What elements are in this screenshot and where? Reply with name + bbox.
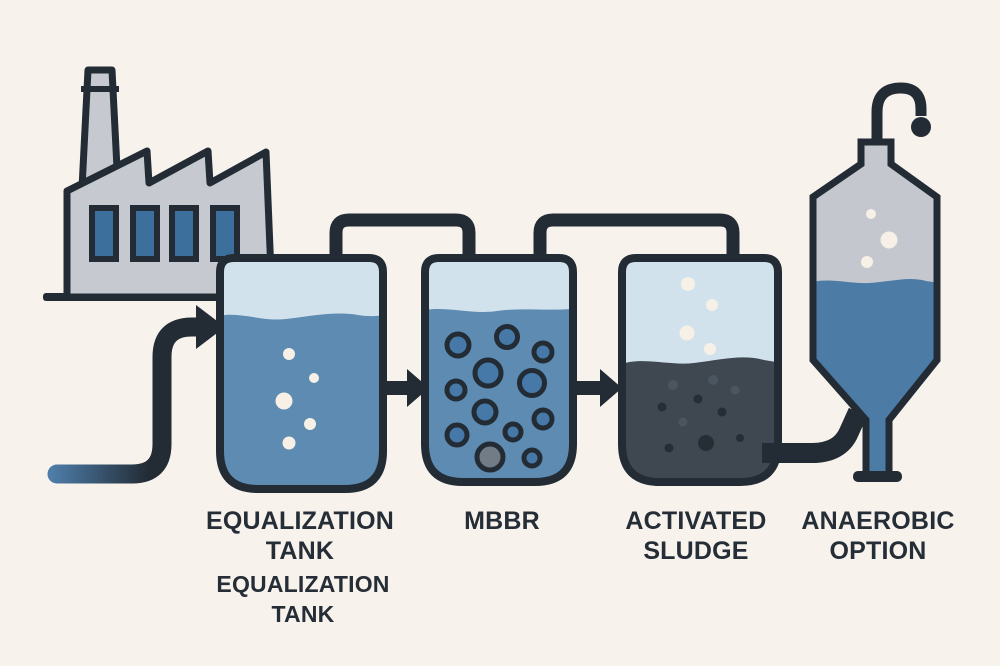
media-carrier [531,407,555,431]
inflow-arrow-icon [196,305,225,349]
factory-window [89,205,119,262]
particle [736,434,744,442]
gas-pipe-ball-icon [911,117,931,137]
label-line: OPTION [829,537,927,565]
label-line: EQUALIZATION [216,571,390,597]
bubble [283,348,295,360]
label-equalization-tank: EQUALIZATION TANK [206,506,394,566]
arrow-shaft [571,381,601,395]
media-carrier [444,331,472,359]
label-line: TANK [265,537,335,565]
bubbles [679,277,718,355]
arrow-shaft [379,381,409,395]
particle [657,402,667,412]
arrow-head-icon [407,369,429,407]
bubble [681,277,695,291]
particle [693,394,703,404]
bubble [880,231,898,249]
bubble [282,436,296,450]
media-carrier [472,357,504,389]
label-line: MBBR [464,507,540,535]
bubble [866,209,876,219]
media-carrier [531,340,555,364]
bubble [275,392,293,410]
media-carrier [444,422,470,448]
flow-arrow-1 [379,369,429,407]
media-carrier [444,378,468,402]
factory-window [210,205,240,262]
gas-outlet-pipe [871,82,931,148]
label-mbbr: MBBR [464,506,540,536]
factory-window [169,205,199,262]
particle [698,435,714,451]
arrow-head-icon [600,369,622,407]
factory-window [130,205,160,262]
bubble [679,325,695,341]
particle [708,375,718,385]
label-line: EQUALIZATION [205,507,395,535]
vessel-base-flange [853,471,902,482]
bubbles [275,348,319,450]
bubbles [861,209,898,268]
flow-arrow-2 [571,369,622,407]
media-carrier [517,368,547,398]
bubble [706,299,718,311]
particle [668,380,678,390]
label-line: ANAEROBIC [801,507,955,535]
tank-sludge [622,357,778,482]
label-equalization-tank-secondary: EQUALIZATION TANK [216,569,389,629]
bubble [304,418,316,430]
mbbr-media-carriers [444,324,555,473]
label-line: SLUDGE [643,537,749,565]
label-anaerobic-option: ANAEROBIC OPTION [801,506,954,566]
label-activated-sludge: ACTIVATED SLUDGE [625,506,766,566]
media-carrier [502,421,524,443]
media-carrier [494,324,520,350]
label-line: ACTIVATED [625,507,767,535]
inflow-pipe-run [47,317,211,484]
particle [664,443,674,453]
gas-pipe-run [871,82,927,148]
overflow-pipe-1 [329,213,476,264]
overflow-pipe-2 [533,213,740,264]
media-carrier [521,447,543,469]
inflow-pipe [47,305,225,484]
sludge-transfer-pipe [762,407,868,463]
mbbr-tank [419,258,579,488]
sludge-particles [657,375,744,453]
bubble [861,256,873,268]
bubble [704,343,716,355]
anaerobic-digester [809,142,941,482]
tank-water [220,313,383,489]
bubble [309,373,319,383]
particle [678,417,688,427]
label-line: TANK [271,601,335,627]
factory-icon [63,66,276,301]
particle [717,407,727,417]
particle [730,385,740,395]
media-carrier [471,398,499,426]
media-carrier [474,441,506,473]
equalization-tank [214,258,390,495]
activated-sludge-tank [618,258,782,488]
